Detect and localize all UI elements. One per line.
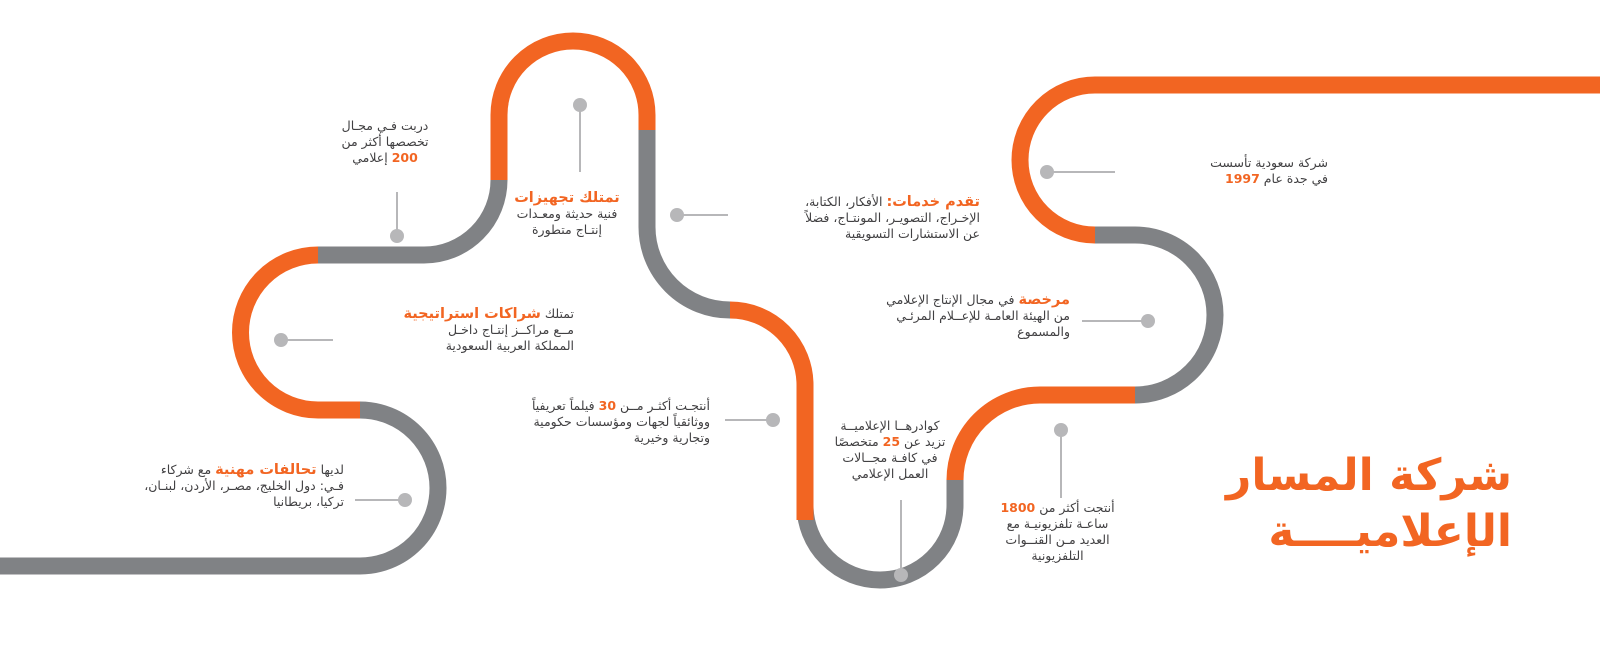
founded-line-2: في جدة عام [1259,171,1328,186]
trained-line-2: تخصصها أكثر من [341,134,429,149]
company-title: شركة المسار الإعلاميــــة [1226,448,1512,560]
milestone-equipment: تمتلك تجهيزات فنية حديثة ومعـدات إنتـاج … [497,190,637,238]
services-heading: تقدم خدمات: [886,194,980,210]
alliances-line-2: فـي: دول الخليج، مصـر، الأردن، لبنـان، [144,478,344,493]
title-line-2: الإعلاميــــة [1268,506,1512,557]
tv-line-2: ساعـة تلفزيونيـة مع [1006,516,1109,531]
milestone-license: مرخصة في مجال الإنتاج الإعلامي من الهيئة… [886,292,1070,340]
services-line-2: الإخـراج، التصويـر، المونتـاج، فضلاً [805,210,980,225]
partnerships-line-3: المملكة العربية السعودية [445,338,574,353]
milestone-staff: كوادرهــا الإعلاميــة تزيد عن 25 متخصصًا… [820,418,960,482]
milestone-services: تقدم خدمات: الأفكار، الكتابة، الإخـراج، … [805,194,980,242]
path-segment-2 [1095,226,1224,404]
tv-line-4: التلفزيونية [1031,548,1084,563]
founded-line-1: شركة سعودية تأسست [1210,155,1328,170]
films-count: 30 [598,398,617,413]
equipment-line-3: إنتـاج متطورة [531,222,602,237]
trained-line-1: دربت فـي مجـال [341,118,429,133]
films-line-1-pre: أنتجـت أكثـر مــن [616,398,710,413]
services-line-1: الأفكار، الكتابة، [805,194,887,209]
films-line-3: وتجارية وخيرية [633,430,710,445]
path-segment-8 [318,179,508,264]
license-heading: مرخصة [1018,292,1070,308]
path-segment-4 [796,480,964,589]
path-segment-5 [729,301,814,520]
alliances-heading: تحالفات مهنية [215,462,317,478]
path-segment-10 [0,401,447,575]
staff-line-4: العمل الإعلامي [851,466,929,481]
partnerships-heading: شراكات استراتيجية [403,306,541,322]
staff-line-3: في كافـة مجــالات [842,450,938,465]
staff-line-2-pre: تزيد عن [900,434,946,449]
staff-line-1: كوادرهــا الإعلاميــة [840,418,940,433]
milestone-founded: شركة سعودية تأسست في جدة عام 1997 [1210,155,1328,187]
path-segment-3 [946,386,1135,481]
alliances-line-1-pre: لديها [316,462,344,477]
founded-year: 1997 [1225,171,1260,186]
milestone-films: أنتجـت أكثـر مــن 30 فيلماً تعريفياً ووث… [532,398,710,446]
license-line-2: من الهيئة العامـة للإعــلام المرئـي [896,308,1070,323]
milestone-partnerships: تمتلك شراكات استراتيجية مــع مراكــز إنت… [403,306,574,354]
tv-line-1: أنتجت أكثر من [1035,500,1115,515]
title-line-1: شركة المسار [1226,450,1512,501]
milestone-trained: دربت فـي مجـال تخصصها أكثر من 200 إعلامي [330,118,440,166]
films-line-2: ووثائقياً لجهات ومؤسسات حكومية [533,414,710,429]
equipment-line-2: فنية حديثة ومعـدات [516,206,618,221]
milestone-alliances: لديها تحالفات مهنية مع شركاء فـي: دول ال… [144,462,344,510]
milestone-tv-hours: أنتجت أكثر من 1800 ساعـة تلفزيونيـة مع ا… [1000,500,1115,564]
alliances-line-3: تركيا، بريطانيا [273,494,344,509]
path-segment-1 [1011,76,1600,244]
path-segment-9 [232,246,360,419]
trained-count: 200 [391,150,418,165]
partnerships-line-1-pre: تمتلك [540,306,574,321]
partnerships-line-2: مــع مراكــز إنتـاج داخـل [448,322,574,337]
trained-line-3: إعلامي [352,150,392,165]
staff-line-2-post: متخصصًا [834,434,883,449]
tv-hours-value: 1800 [1000,500,1036,515]
path-segment-6 [638,130,731,319]
path-segment-7 [490,32,656,180]
tv-line-3: العديد مـن القنــوات [1005,532,1110,547]
license-line-3: والمسموع [1017,324,1070,339]
equipment-heading: تمتلك تجهيزات [514,190,620,206]
staff-count: 25 [882,434,901,449]
services-line-3: عن الاستشارات التسويقية [845,226,980,241]
films-line-1-post: فيلماً تعريفياً [531,398,599,413]
license-line-1: في مجال الإنتاج الإعلامي [886,292,1019,307]
alliances-line-1-post: مع شركاء [160,462,216,477]
